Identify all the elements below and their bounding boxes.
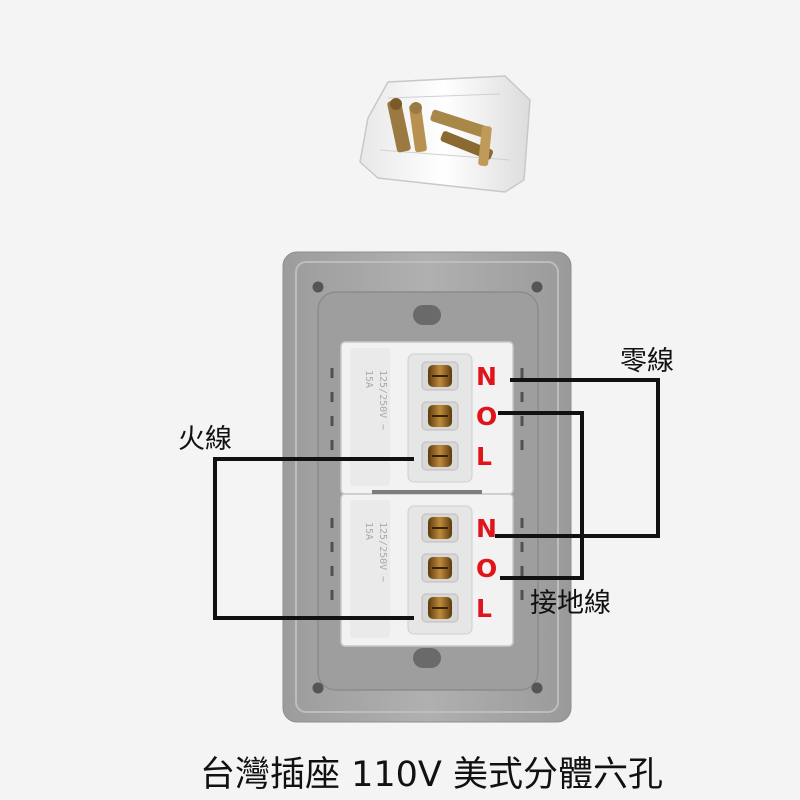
- mounting-hole-icon: [312, 682, 324, 694]
- terminal-letter-neutral: N: [476, 514, 497, 543]
- terminal-ground: O: [421, 401, 497, 431]
- terminal-letter-ground: O: [476, 402, 497, 431]
- rating-text: 15A: [363, 522, 374, 540]
- terminal-live: L: [421, 593, 492, 623]
- ground-wire-line: [498, 411, 584, 580]
- mounting-hole-icon: [312, 281, 324, 293]
- neutral-wire-label: 零線: [620, 346, 674, 377]
- ground-wire-label: 接地線: [530, 588, 611, 619]
- plate-side-ticks: [330, 368, 524, 600]
- mounting-hole-icon: [531, 281, 543, 293]
- mounting-hole-icon: [531, 682, 543, 694]
- neutral-wire-line: [495, 378, 660, 538]
- terminal-neutral: N: [421, 361, 497, 391]
- terminal-letter-live: L: [476, 594, 492, 623]
- terminal-letter-live: L: [476, 442, 492, 471]
- terminal-neutral: N: [421, 513, 497, 543]
- terminal-letter-neutral: N: [476, 362, 497, 391]
- live-wire-line: [213, 457, 414, 620]
- slot-hole-icon: [413, 305, 441, 325]
- bag-screws: [387, 98, 494, 167]
- rating-text: 15A: [363, 370, 374, 388]
- caption: 台灣插座 110V 美式分體六孔: [200, 755, 663, 795]
- module-divider: [372, 490, 482, 494]
- wiring: [213, 378, 660, 620]
- rating-text: 125/250V ~: [377, 522, 388, 582]
- terminal-live: L: [421, 441, 492, 471]
- terminal-ground: O: [421, 553, 497, 583]
- slot-hole-icon: [413, 648, 441, 668]
- rating-text: 125/250V ~: [377, 370, 388, 430]
- live-wire-label: 火線: [178, 424, 232, 455]
- terminal-letter-ground: O: [476, 554, 497, 583]
- screw-bag-icon: [359, 75, 531, 193]
